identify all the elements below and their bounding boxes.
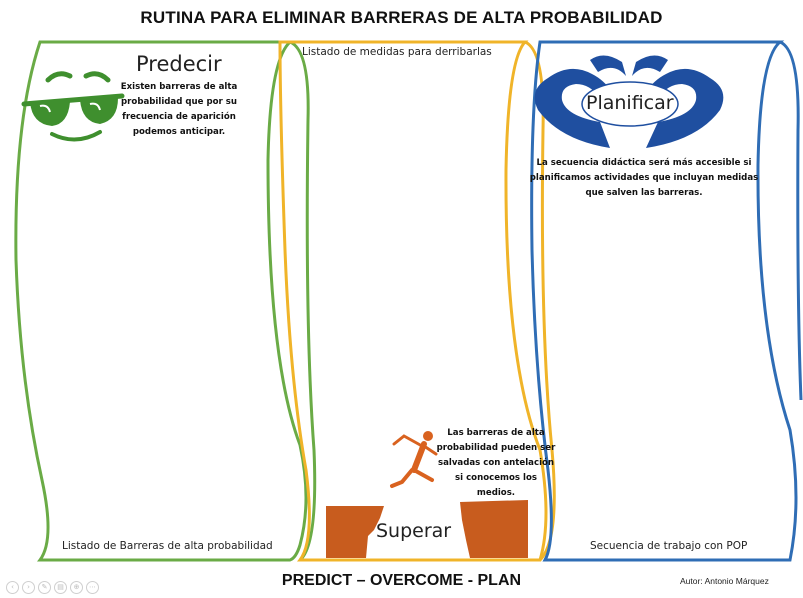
zoom-icon[interactable]: ⊕: [70, 581, 83, 594]
bottom-title: PREDICT – OVERCOME - PLAN: [281, 572, 522, 589]
overcome-text: Las barreras de alta probabilidad pueden…: [436, 428, 556, 498]
print-icon[interactable]: ▤: [54, 581, 67, 594]
heart-hands-icon: [534, 55, 724, 148]
predict-panel-outline: [14, 40, 308, 562]
author-credit: Autor: Antonio Márquez: [680, 576, 769, 586]
cliff-icon: [326, 500, 528, 558]
prev-icon[interactable]: ‹: [6, 581, 19, 594]
overcome-header: Listado de medidas para derribarlas: [302, 46, 492, 58]
plan-text: La secuencia didáctica será más accesibl…: [529, 158, 759, 198]
jumping-runner-icon: [390, 431, 438, 488]
predict-heading: Predecir: [136, 52, 222, 76]
predict-text: Existen barreras de alta probabilidad qu…: [120, 82, 238, 137]
more-icon[interactable]: ⋯: [86, 581, 99, 594]
page-title: RUTINA PARA ELIMINAR BARRERAS DE ALTA PR…: [140, 8, 663, 27]
plan-heading: Planificar: [586, 92, 674, 114]
sunglasses-smiley-icon: [21, 71, 125, 142]
overcome-heading: Superar: [376, 520, 452, 542]
plan-panel-curl: [779, 40, 803, 401]
predict-panel-curl: [289, 40, 317, 562]
pen-icon[interactable]: ✎: [38, 581, 51, 594]
next-icon[interactable]: ›: [22, 581, 35, 594]
predict-footer: Listado de Barreras de alta probabilidad: [62, 540, 273, 552]
plan-panel-outline: [530, 40, 798, 562]
plan-footer: Secuencia de trabajo con POP: [590, 540, 748, 552]
